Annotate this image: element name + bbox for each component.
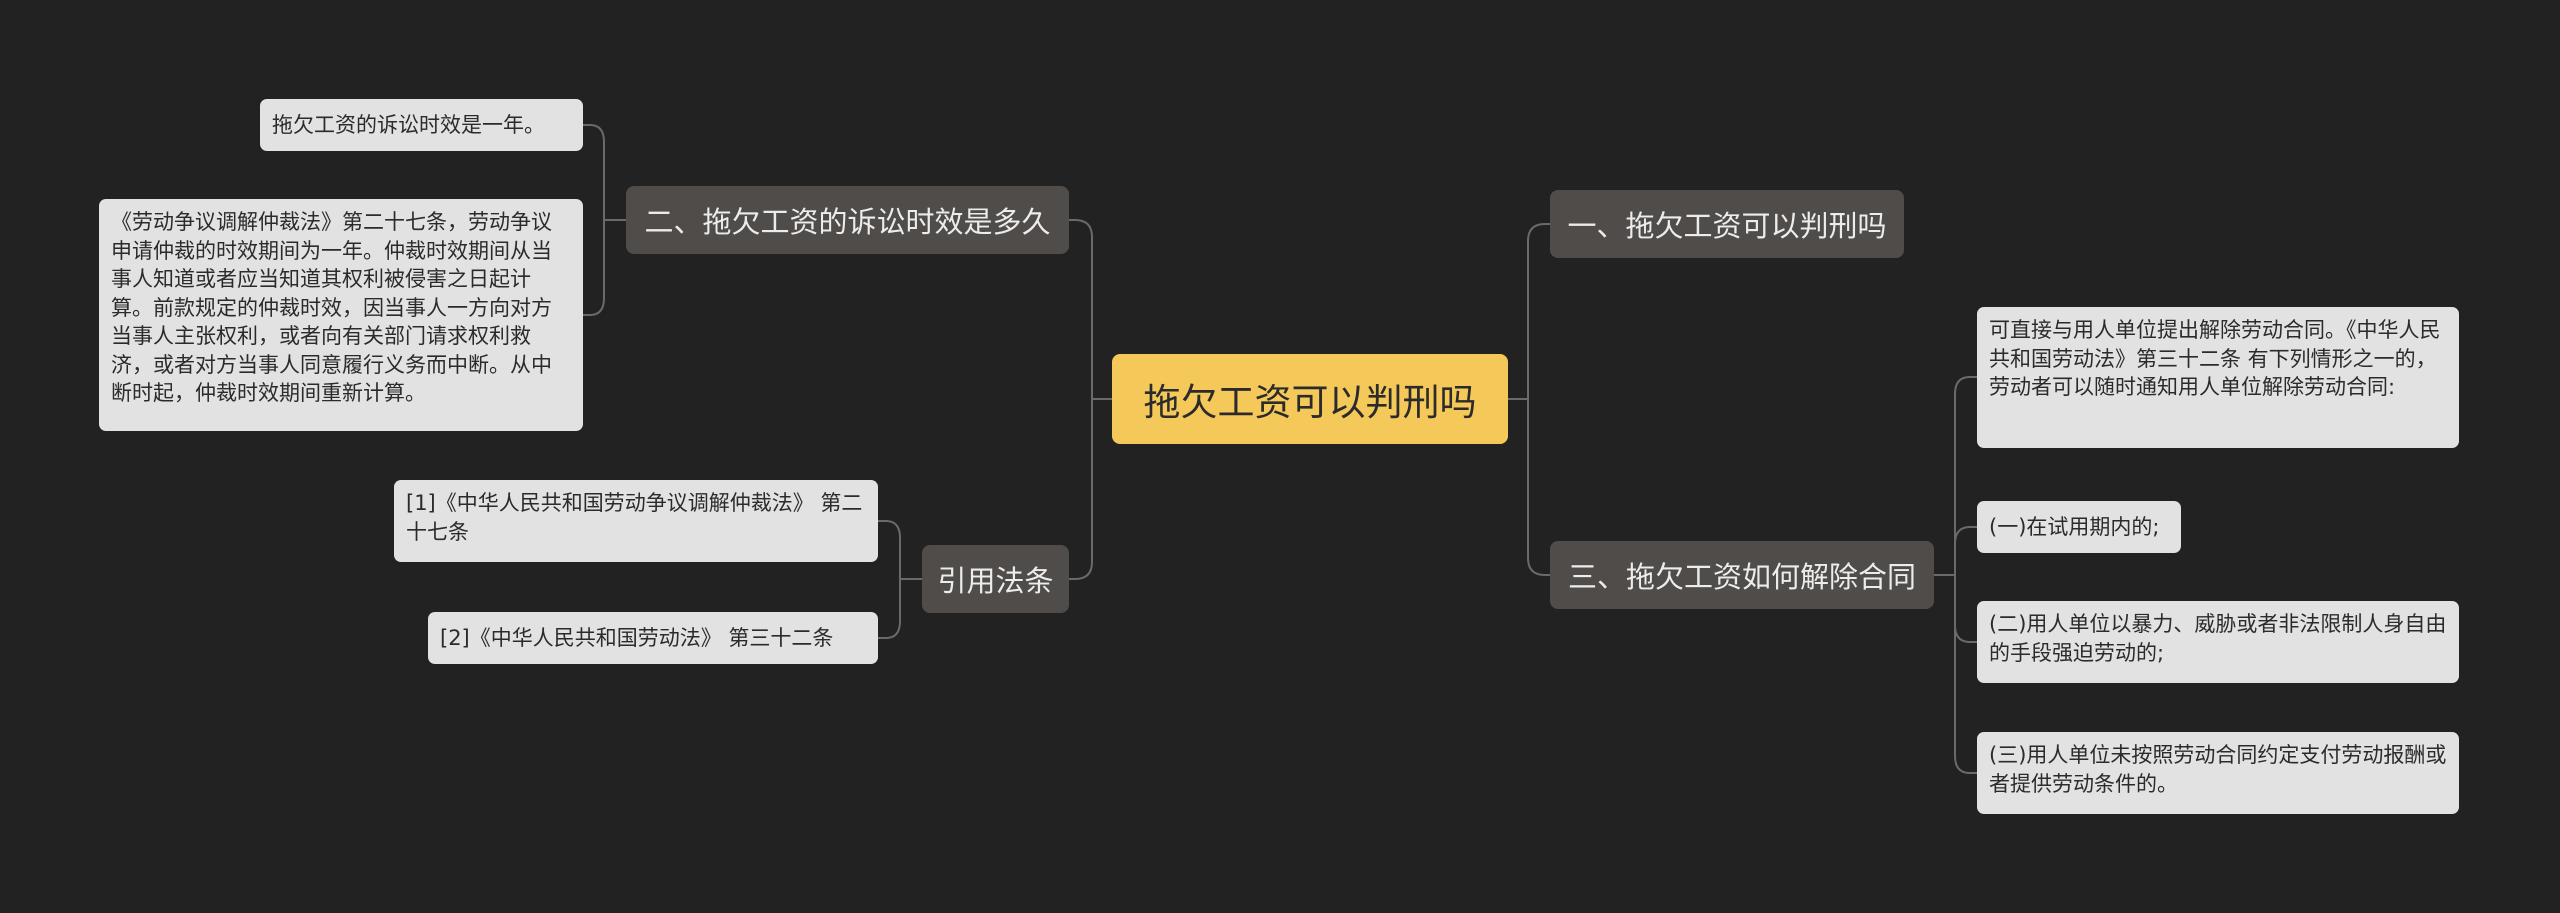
connector-root-left xyxy=(1069,219,1112,580)
branch-cited-laws[interactable]: 引用法条 xyxy=(922,545,1069,613)
connector-root-right xyxy=(1508,223,1550,576)
connector-branch4-leaves xyxy=(1934,376,1977,774)
leaf-arbitration-law-article-27[interactable]: 《劳动争议调解仲裁法》第二十七条，劳动争议申请仲裁的时效期间为一年。仲裁时效期间… xyxy=(99,199,583,431)
leaf-citation-1[interactable]: [1]《中华人民共和国劳动争议调解仲裁法》 第二十七条 xyxy=(394,480,878,562)
branch-limitation-period[interactable]: 二、拖欠工资的诉讼时效是多久 xyxy=(626,186,1069,254)
connector-branch2-leaves xyxy=(583,124,626,316)
branch-terminate-contract[interactable]: 三、拖欠工资如何解除合同 xyxy=(1550,541,1934,609)
leaf-forced-labor[interactable]: (二)用人单位以暴力、威胁或者非法限制人身自由的手段强迫劳动的; xyxy=(1977,601,2459,683)
branch-can-be-sentenced[interactable]: 一、拖欠工资可以判刑吗 xyxy=(1550,190,1904,258)
root-topic[interactable]: 拖欠工资可以判刑吗 xyxy=(1112,354,1508,444)
leaf-citation-2[interactable]: [2]《中华人民共和国劳动法》 第三十二条 xyxy=(428,612,878,664)
connector-branch3-leaves xyxy=(878,520,922,639)
leaf-probation-period[interactable]: (一)在试用期内的; xyxy=(1977,501,2181,553)
leaf-limitation-one-year[interactable]: 拖欠工资的诉讼时效是一年。 xyxy=(260,99,583,151)
leaf-terminate-directly[interactable]: 可直接与用人单位提出解除劳动合同。《中华人民共和国劳动法》第三十二条 有下列情形… xyxy=(1977,307,2459,448)
leaf-unpaid-wages[interactable]: (三)用人单位未按照劳动合同约定支付劳动报酬或者提供劳动条件的。 xyxy=(1977,732,2459,814)
